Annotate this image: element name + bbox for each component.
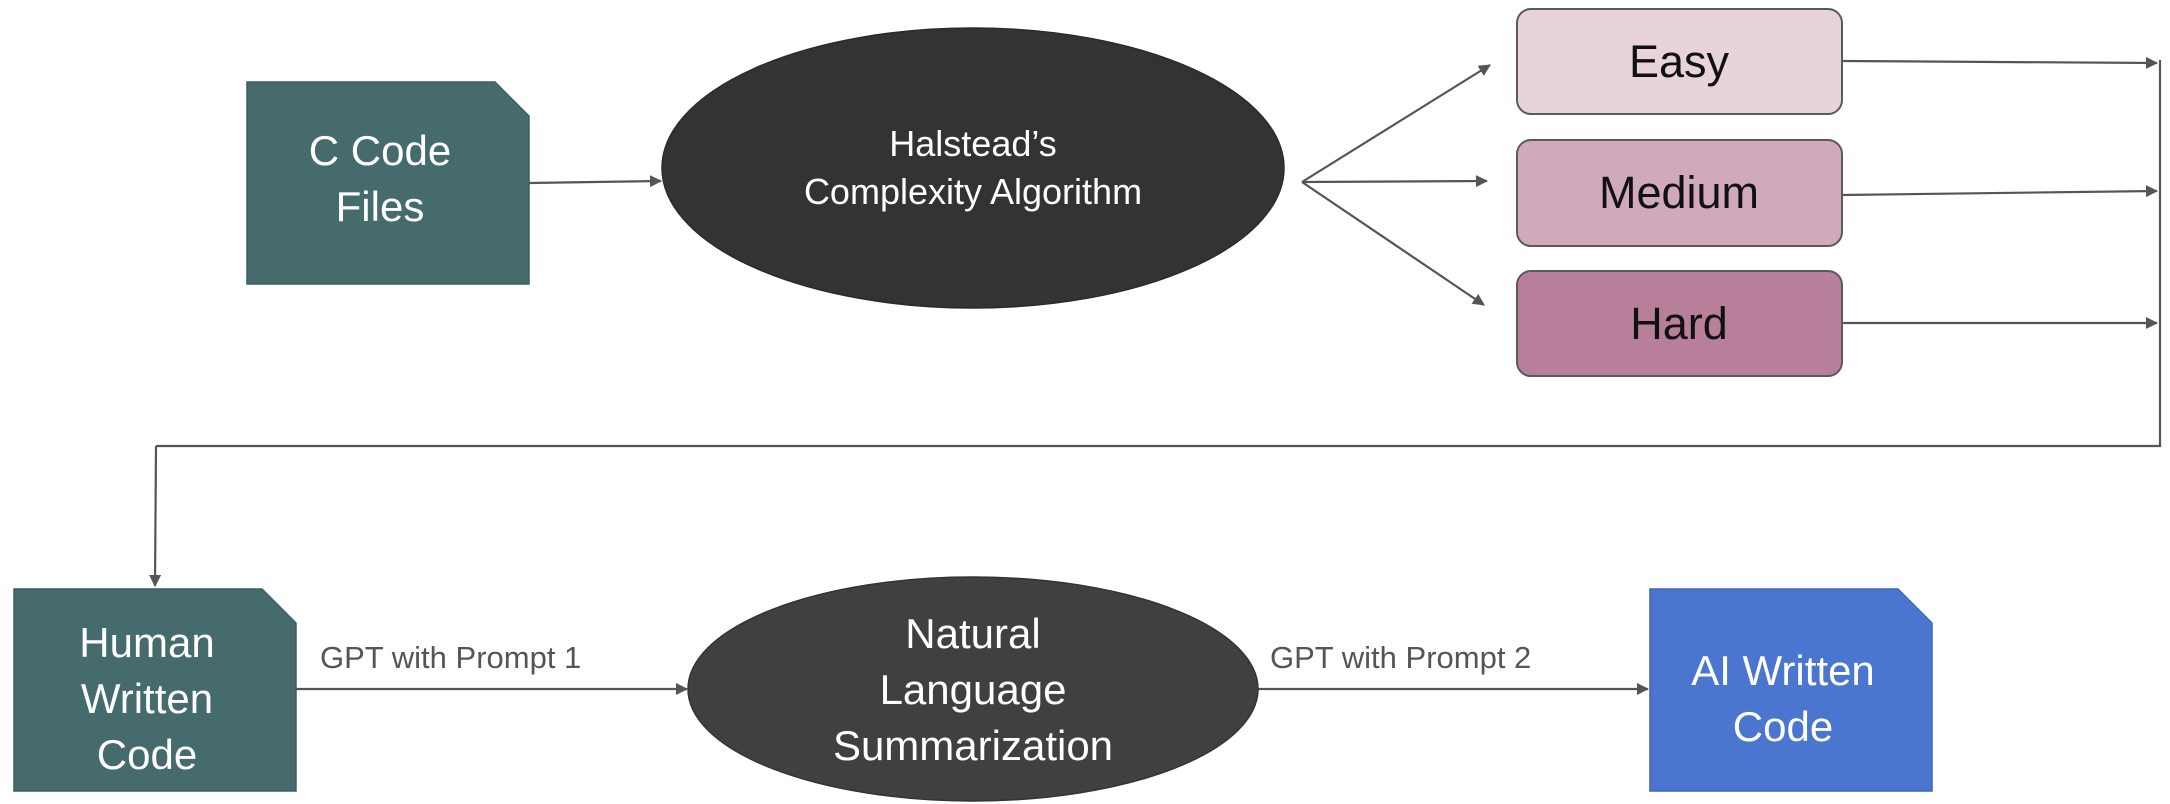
arrow-halstead-to-easy bbox=[1301, 64, 1491, 183]
hard-box bbox=[1516, 270, 1843, 377]
arrow-medium-to-merge bbox=[1841, 185, 2158, 198]
merge-return-line bbox=[156, 60, 2162, 448]
human-code-label-line2: Written bbox=[81, 675, 213, 722]
medium-node: Medium bbox=[1516, 139, 1843, 247]
easy-node: Easy bbox=[1516, 8, 1843, 115]
arrow-files-to-halstead bbox=[528, 175, 662, 188]
halstead-label-line2: Complexity Algorithm bbox=[804, 171, 1142, 212]
c-code-files-label-line2: Files bbox=[336, 183, 425, 230]
halstead-node: Halstead’s Complexity Algorithm bbox=[661, 27, 1285, 309]
nl-summarization-label-line3: Summarization bbox=[833, 722, 1113, 769]
c-code-files-label-line1: C Code bbox=[309, 127, 451, 174]
medium-box bbox=[1516, 139, 1843, 247]
human-written-code-node: Human Written Code bbox=[13, 588, 297, 792]
human-code-label-line1: Human bbox=[79, 619, 214, 666]
hard-node: Hard bbox=[1516, 270, 1843, 377]
nl-summarization-node: Natural Language Summarization bbox=[687, 576, 1259, 802]
arrow-halstead-to-hard bbox=[1301, 181, 1485, 306]
arrow-down-to-human-code bbox=[149, 445, 162, 587]
medium-label: Medium bbox=[1599, 167, 1759, 218]
hard-label: Hard bbox=[1630, 298, 1728, 349]
human-code-document-icon bbox=[13, 588, 297, 792]
c-code-files-node: C Code Files bbox=[246, 81, 530, 285]
prompt1-label: GPT with Prompt 1 bbox=[320, 640, 581, 675]
human-code-label-line3: Code bbox=[97, 731, 197, 778]
ai-code-label-line1: AI Written bbox=[1691, 647, 1875, 694]
nl-summarization-label-line2: Language bbox=[880, 666, 1067, 713]
c-code-files-document-icon bbox=[246, 81, 530, 285]
nl-summarization-ellipse bbox=[687, 576, 1259, 802]
halstead-ellipse bbox=[661, 27, 1285, 309]
ai-written-code-node: AI Written Code bbox=[1649, 588, 1933, 792]
halstead-label-line1: Halstead’s bbox=[889, 123, 1056, 164]
easy-label: Easy bbox=[1629, 36, 1730, 87]
arrow-halstead-to-medium bbox=[1301, 175, 1488, 188]
arrow-easy-to-merge bbox=[1841, 56, 2158, 69]
prompt2-label: GPT with Prompt 2 bbox=[1270, 640, 1531, 675]
easy-box bbox=[1516, 8, 1843, 115]
connectors bbox=[149, 56, 2162, 695]
ai-code-document-icon bbox=[1649, 588, 1933, 792]
nl-summarization-label-line1: Natural bbox=[905, 610, 1040, 657]
ai-code-label-line2: Code bbox=[1733, 703, 1833, 750]
